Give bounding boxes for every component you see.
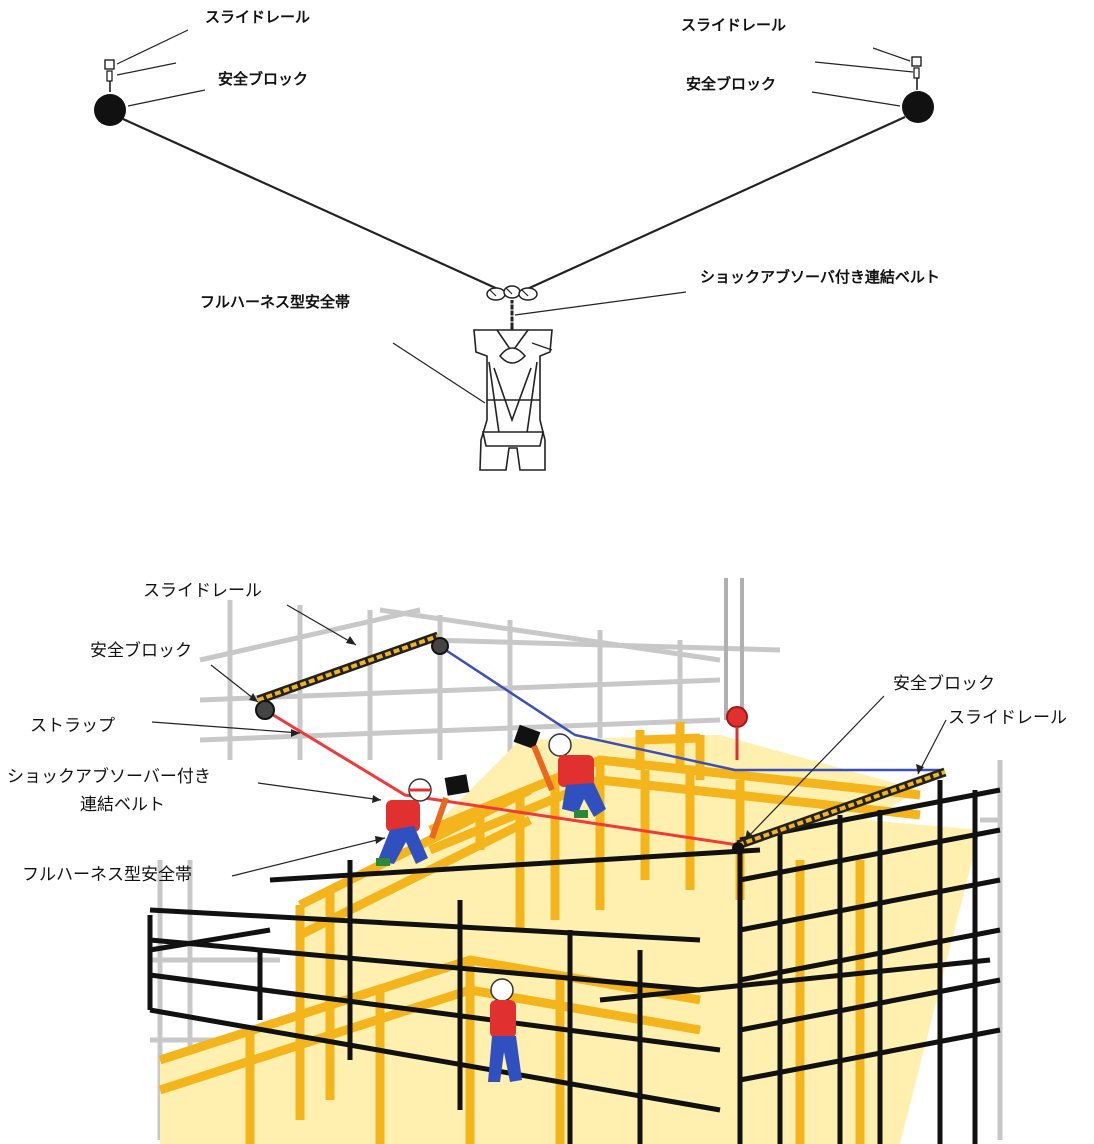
hanging-safety-block-icon: [726, 706, 748, 760]
bottom-connector-label-line2: 連結ベルト: [80, 795, 165, 815]
top-right-lifeline: [524, 115, 906, 292]
top-right-slide-rail-icon: [911, 56, 922, 90]
top-right-safety-block-icon: [902, 91, 934, 123]
top-left-block-label: 安全ブロック: [218, 70, 309, 88]
bottom-arrowheads: [249, 636, 924, 844]
top-shock-absorber-icon: [486, 285, 538, 332]
worker-bottom-icon: [488, 978, 522, 1082]
top-leader-lines: [116, 29, 914, 404]
right-safety-block-icon: [732, 842, 744, 854]
left-safety-block-2-icon: [431, 637, 449, 655]
bottom-harness-label: フルハーネス型安全帯: [22, 865, 192, 885]
bottom-leader-lines: [151, 604, 947, 877]
worker-right-icon: [513, 724, 606, 818]
right-slide-rail-icon: [736, 767, 947, 850]
bottom-right-block-label: 安全ブロック: [893, 674, 995, 694]
top-left-slide-rail-icon: [104, 59, 115, 92]
top-left-lifeline: [122, 117, 501, 292]
left-slide-rail-icon: [256, 631, 440, 705]
worker-left-icon: [376, 774, 470, 866]
vertical-pole: [724, 578, 744, 720]
top-connector-label: ショックアブソーバ付き連結ベルト: [700, 268, 940, 286]
front-scaffold-pipes: [147, 780, 1001, 1144]
left-safety-block-icon: [255, 700, 275, 720]
blue-lifeline: [437, 643, 943, 772]
bottom-left-rail-label: スライドレール: [143, 581, 262, 601]
top-left-rail-label: スライドレール: [205, 8, 311, 26]
top-right-block-label: 安全ブロック: [686, 75, 777, 93]
top-left-safety-block-icon: [94, 94, 126, 126]
top-harness-label: フルハーネス型安全帯: [200, 293, 351, 311]
bottom-connector-label-line1: ショックアブソーバー付き: [7, 767, 211, 787]
bottom-left-block-label: 安全ブロック: [90, 641, 192, 661]
bottom-right-rail-label: スライドレール: [948, 708, 1067, 728]
bottom-strap-label: ストラップ: [30, 716, 115, 736]
background-scaffold: [150, 600, 1003, 1140]
top-right-rail-label: スライドレール: [681, 16, 787, 34]
top-full-harness-icon: [473, 329, 553, 471]
red-lifeline: [264, 708, 739, 847]
